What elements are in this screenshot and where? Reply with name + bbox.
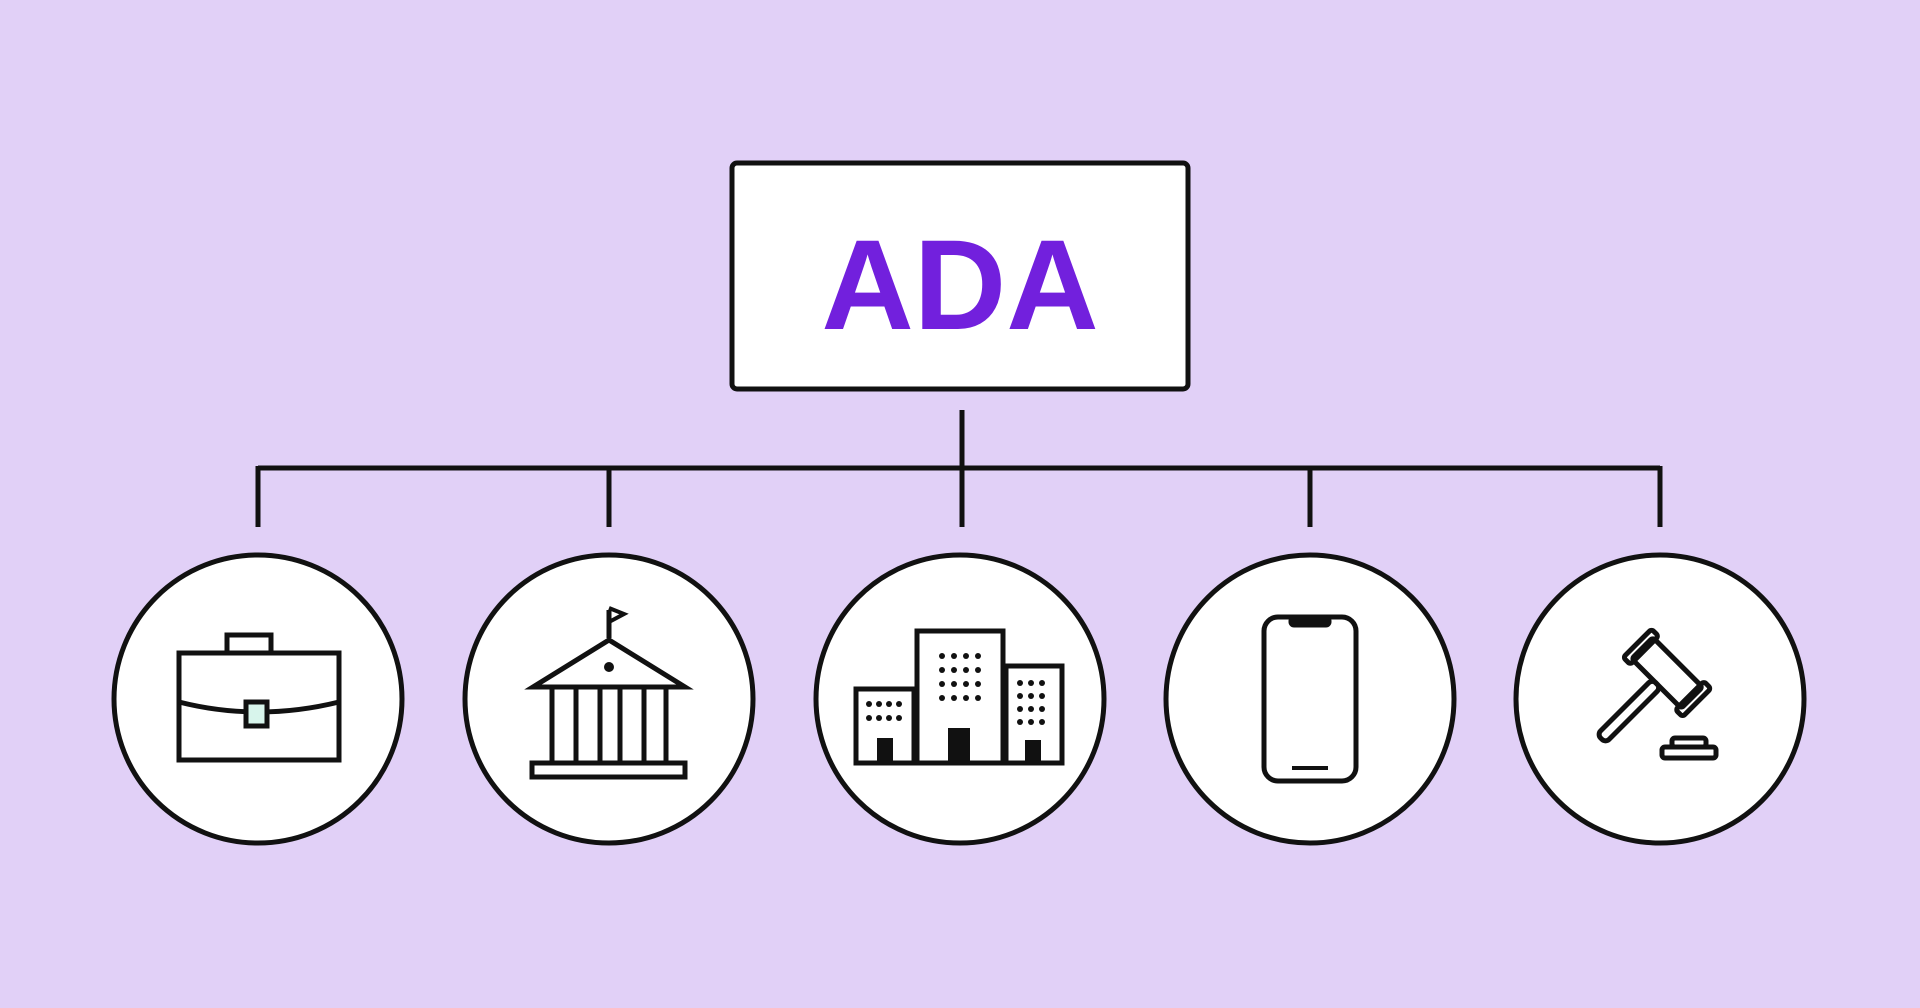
- title-text: ADA: [821, 214, 1098, 357]
- window-dot: [975, 653, 981, 659]
- office-buildings-icon: [853, 628, 1065, 766]
- window-dot: [1028, 706, 1034, 712]
- window-dot: [1028, 693, 1034, 699]
- window-dot: [876, 715, 882, 721]
- node-circle-telecommunications: [1163, 552, 1457, 846]
- window-dot: [1039, 680, 1045, 686]
- window-dot: [939, 653, 945, 659]
- window-dot: [963, 681, 969, 687]
- window-dot: [951, 653, 957, 659]
- window-dot: [1028, 680, 1034, 686]
- smartphone-icon: [1261, 614, 1359, 784]
- window-dot: [963, 695, 969, 701]
- window-dot: [1017, 719, 1023, 725]
- window-dot: [951, 681, 957, 687]
- window-dot: [939, 667, 945, 673]
- government-building-icon: [524, 606, 694, 780]
- connector-lines: [255, 410, 1663, 527]
- window-dot: [1039, 693, 1045, 699]
- node-circle-public-accommodations: [813, 552, 1107, 846]
- window-dot: [939, 695, 945, 701]
- gavel-icon: [1596, 627, 1719, 761]
- node-circles: [111, 552, 1807, 846]
- window-dot: [939, 681, 945, 687]
- window-dot: [896, 715, 902, 721]
- window-dot: [1028, 719, 1034, 725]
- window-dot: [951, 667, 957, 673]
- node-circle-government: [462, 552, 756, 846]
- title-box: ADA: [729, 160, 1191, 392]
- window-dot: [963, 667, 969, 673]
- window-dot: [1017, 706, 1023, 712]
- window-dot: [1017, 693, 1023, 699]
- window-dot: [886, 715, 892, 721]
- briefcase-icon: [176, 632, 342, 763]
- window-dot: [1039, 706, 1045, 712]
- window-dot: [1039, 719, 1045, 725]
- window-dot: [975, 681, 981, 687]
- node-circle-employment: [111, 552, 405, 846]
- window-dot: [975, 695, 981, 701]
- window-dot: [876, 701, 882, 707]
- window-dot: [975, 667, 981, 673]
- window-dot: [886, 701, 892, 707]
- window-dot: [951, 695, 957, 701]
- node-circle-legal: [1513, 552, 1807, 846]
- window-dot: [963, 653, 969, 659]
- window-dot: [1017, 680, 1023, 686]
- window-dot: [866, 701, 872, 707]
- window-dot: [896, 701, 902, 707]
- window-dot: [866, 715, 872, 721]
